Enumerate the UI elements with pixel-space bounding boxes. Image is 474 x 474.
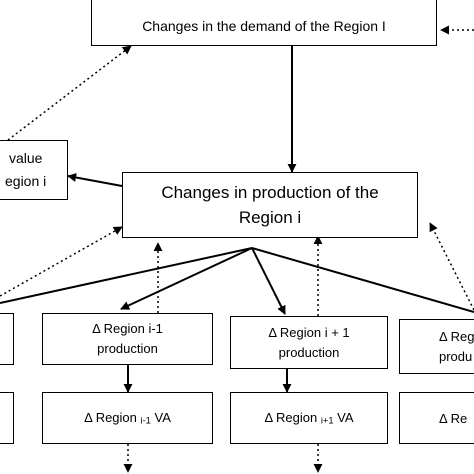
far-right-production-line1: Δ Reg bbox=[439, 328, 474, 344]
prev-region-va-label: Δ Region i-1 VA bbox=[43, 410, 212, 425]
prev-region-production-line2: production bbox=[97, 341, 158, 356]
left-edge-production-box bbox=[0, 313, 14, 365]
next-region-va-label: Δ Region i+1 VA bbox=[231, 410, 387, 425]
prev-region-production-box: Δ Region i-1 production bbox=[42, 313, 213, 365]
prev-region-va-box: Δ Region i-1 VA bbox=[42, 392, 213, 444]
dotted-arrow-right-region-to-production bbox=[429, 222, 474, 311]
line-production-to-right-edge bbox=[251, 247, 474, 313]
production-label-line2: Region i bbox=[238, 208, 302, 227]
value-added-label-line1: value bbox=[9, 150, 43, 166]
demand-label: Changes in the demand of the Region I bbox=[142, 18, 386, 34]
prev-region-va-prefix: Δ Region bbox=[84, 410, 141, 426]
value-added-box: value egion i bbox=[0, 140, 68, 200]
next-region-production-box: Δ Region i + 1 production bbox=[230, 316, 388, 369]
next-region-va-subscript: i+1 bbox=[320, 415, 334, 426]
demand-box: Changes in the demand of the Region I bbox=[91, 0, 437, 46]
arrow-production-to-prev-region bbox=[120, 247, 253, 310]
far-right-va-label: Δ Re bbox=[439, 410, 468, 426]
line-production-to-left-edge bbox=[0, 247, 253, 304]
far-right-production-box: Δ Reg produ bbox=[399, 319, 474, 374]
far-right-production-line2: produ bbox=[439, 348, 473, 364]
prev-region-va-subscript: i-1 bbox=[140, 415, 151, 426]
arrow-production-to-next-region bbox=[251, 247, 286, 315]
left-edge-va-box bbox=[0, 392, 14, 444]
next-region-va-prefix: Δ Region bbox=[264, 410, 321, 426]
dotted-arrow-value-added-to-demand bbox=[7, 45, 132, 141]
dotted-arrow-left-to-production bbox=[0, 226, 123, 297]
far-right-va-box: Δ Re bbox=[399, 392, 474, 444]
arrow-production-to-value-added bbox=[67, 173, 123, 187]
next-region-va-box: Δ Region i+1 VA bbox=[230, 392, 388, 444]
next-region-va-suffix: VA bbox=[333, 410, 354, 426]
production-label-line1: Changes in production of the bbox=[161, 183, 379, 202]
prev-region-production-line1: Δ Region i-1 bbox=[92, 321, 163, 336]
production-box: Changes in production of the Region i bbox=[122, 172, 418, 238]
value-added-label-line2: egion i bbox=[5, 173, 47, 189]
next-region-production-line2: production bbox=[278, 344, 340, 360]
next-region-production-line1: Δ Region i + 1 bbox=[268, 324, 350, 340]
prev-region-va-suffix: VA bbox=[150, 410, 171, 426]
